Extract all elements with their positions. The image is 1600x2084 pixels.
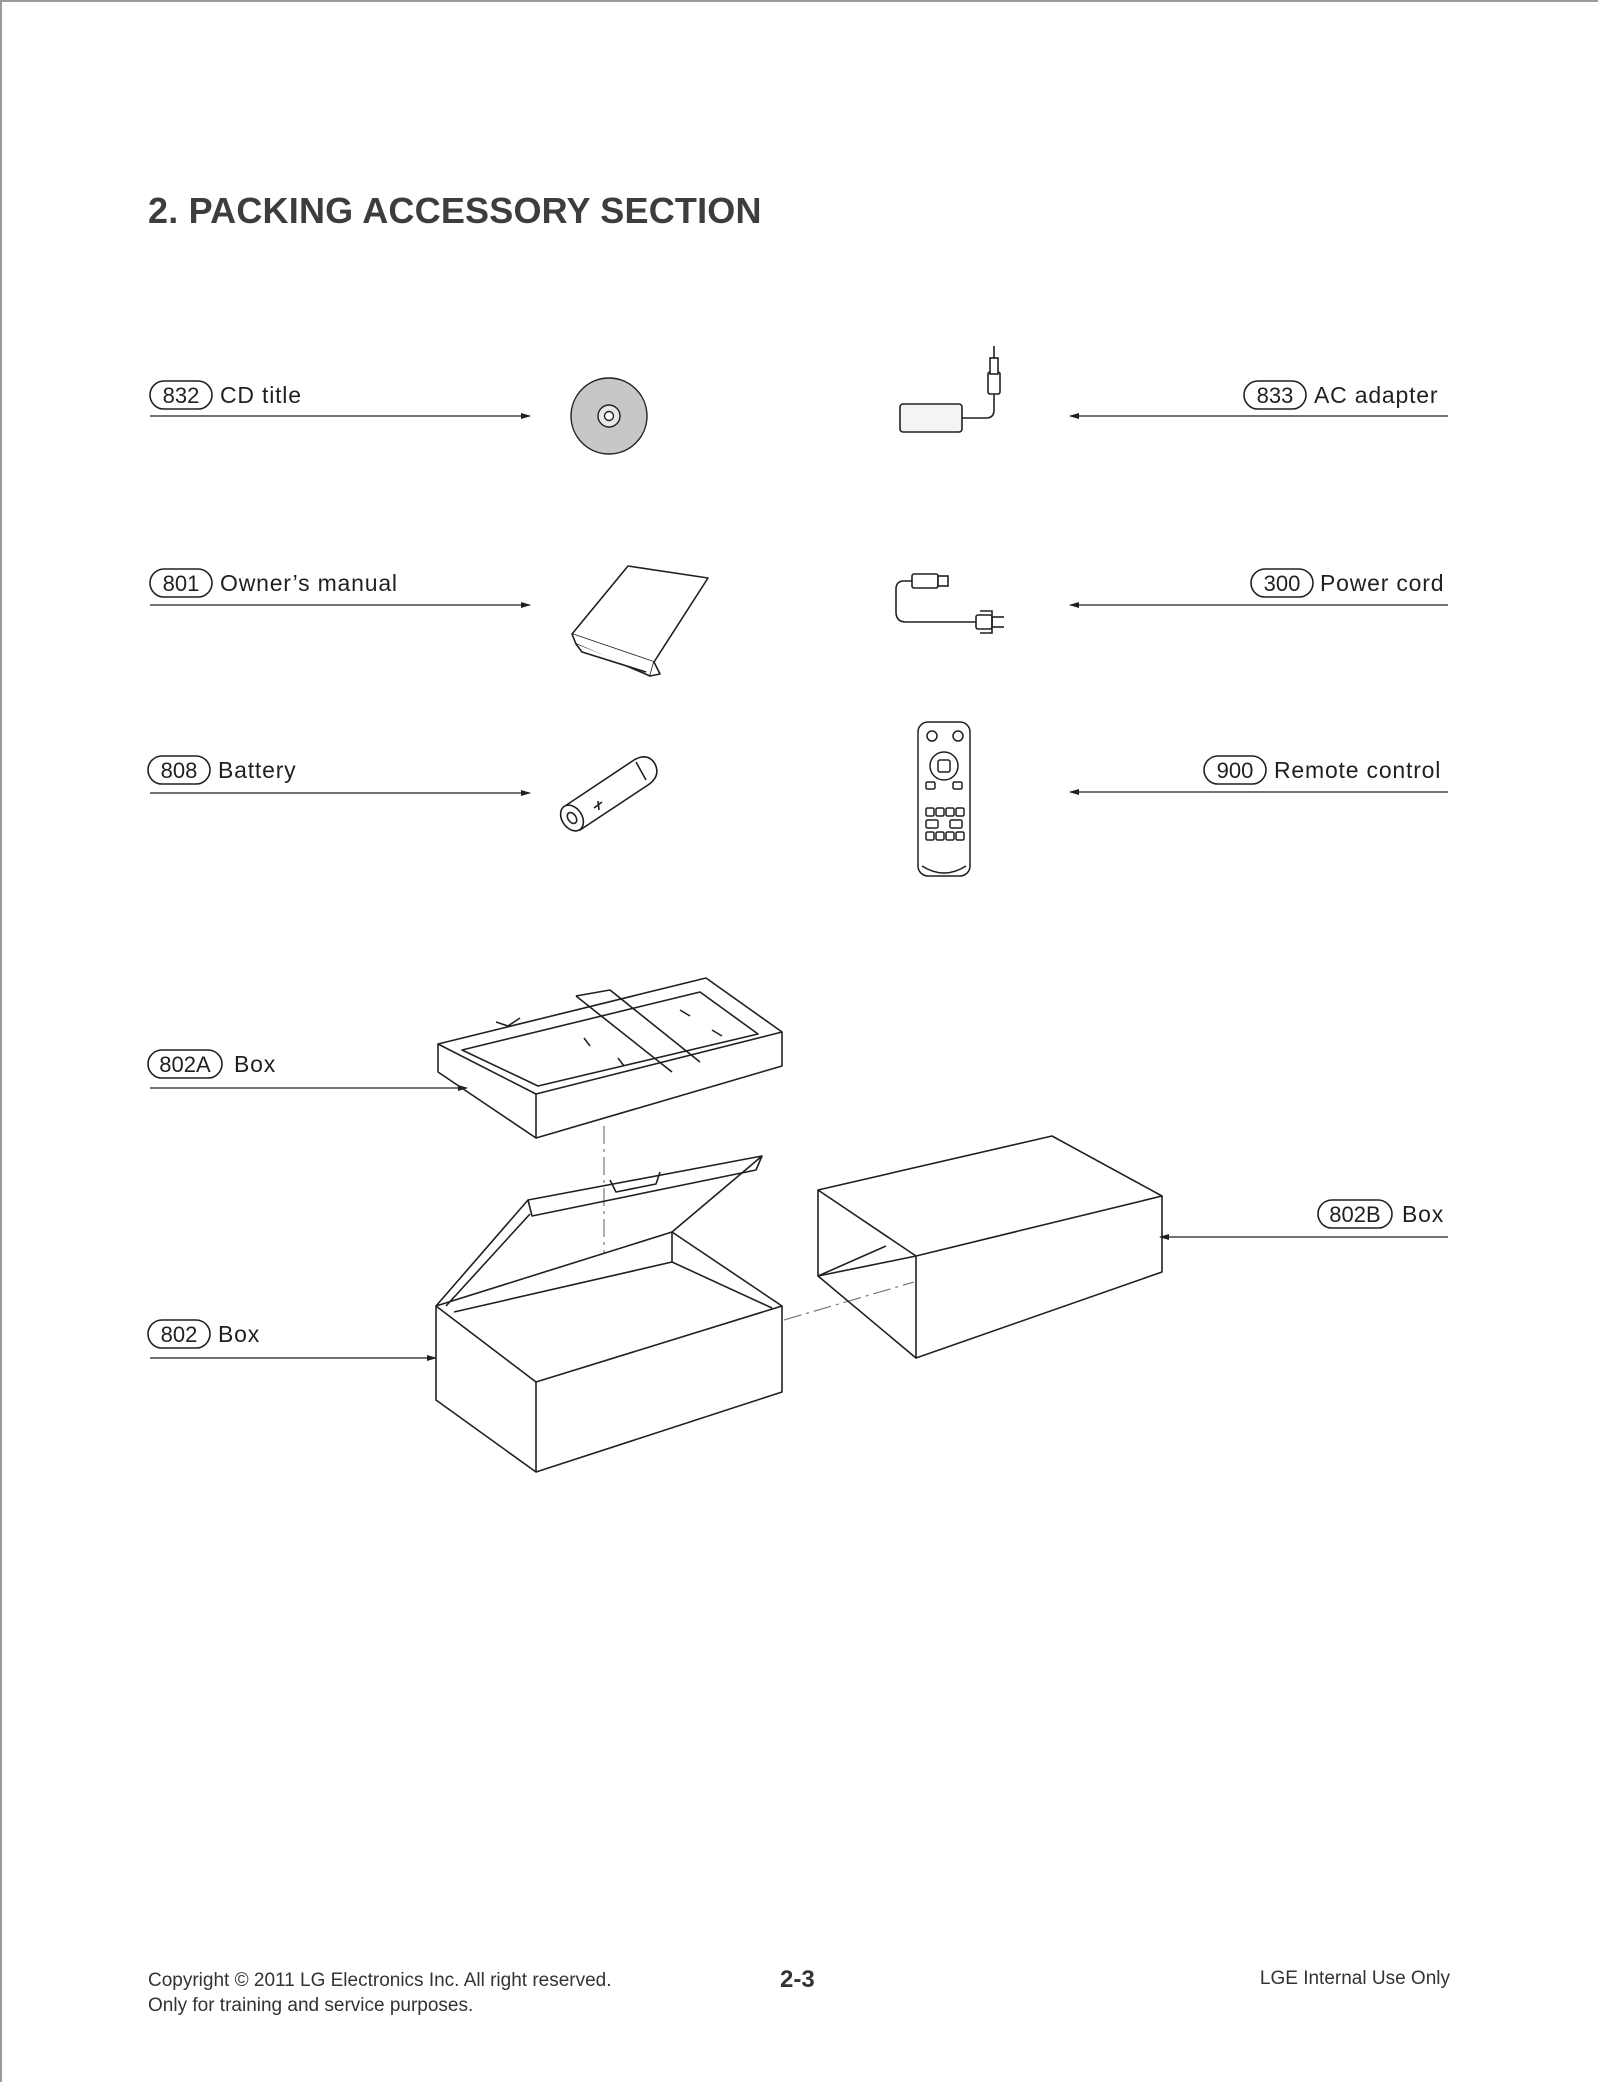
power-cord-icon [895,573,1004,634]
part-number: 802B [1329,1202,1380,1227]
page-number: 2-3 [780,1966,815,1993]
part-number: 300 [1264,571,1301,596]
part-number-badge [149,568,213,598]
box-sleeve-icon [817,1135,1163,1359]
part-label: CD title [220,382,302,408]
part-number-badge [147,755,211,785]
callout-300: 300 Power cord [1069,568,1448,608]
cd-disc-icon [570,377,648,455]
part-number: 832 [163,383,200,408]
callout-900: 900 Remote control [1069,755,1448,795]
ac-adapter-icon [899,346,1001,433]
callout-801: 801 Owner’s manual [149,568,531,608]
part-number-badge [1243,380,1307,410]
callout-802a: 802A Box [147,1049,468,1091]
part-number: 833 [1257,383,1294,408]
part-number-badge [1250,568,1314,598]
part-label: Box [218,1321,260,1347]
part-number-badge [147,1319,211,1349]
part-number: 900 [1217,758,1254,783]
callout-802: 802 Box [147,1319,437,1361]
part-label: Remote control [1274,757,1441,783]
box-tray-icon [437,977,783,1139]
battery-icon [559,756,658,832]
part-label: AC adapter [1314,382,1438,408]
part-label: Battery [218,757,296,783]
manual-booklet-icon [571,565,709,677]
copyright-line: Copyright © 2011 LG Electronics Inc. All… [148,1970,612,1991]
internal-use-notice: LGE Internal Use Only [1259,1968,1450,1989]
remote-control-icon [917,721,971,877]
part-number: 801 [163,571,200,596]
part-number: 802 [161,1322,198,1347]
box-open-icon [435,1155,783,1473]
callout-833: 833 AC adapter [1069,380,1448,419]
part-label: Owner’s manual [220,570,398,596]
part-number-badge [1203,755,1267,785]
part-number: 808 [161,758,198,783]
callout-832: 832 CD title [149,380,531,419]
part-number: 802A [159,1052,211,1077]
part-label: Box [234,1051,276,1077]
section-title: 2. PACKING ACCESSORY SECTION [148,190,762,231]
footer-copyright: Copyright © 2011 LG Electronics Inc. All… [148,1968,612,2018]
part-label: Power cord [1320,570,1444,596]
part-number-badge [149,380,213,410]
part-label: Box [1402,1201,1444,1227]
callout-802b: 802B Box [1159,1199,1448,1240]
part-number-badge [1317,1199,1393,1229]
part-number-badge [147,1049,223,1079]
callout-808: 808 Battery [147,755,531,796]
training-notice: Only for training and service purposes. [148,1995,474,2016]
